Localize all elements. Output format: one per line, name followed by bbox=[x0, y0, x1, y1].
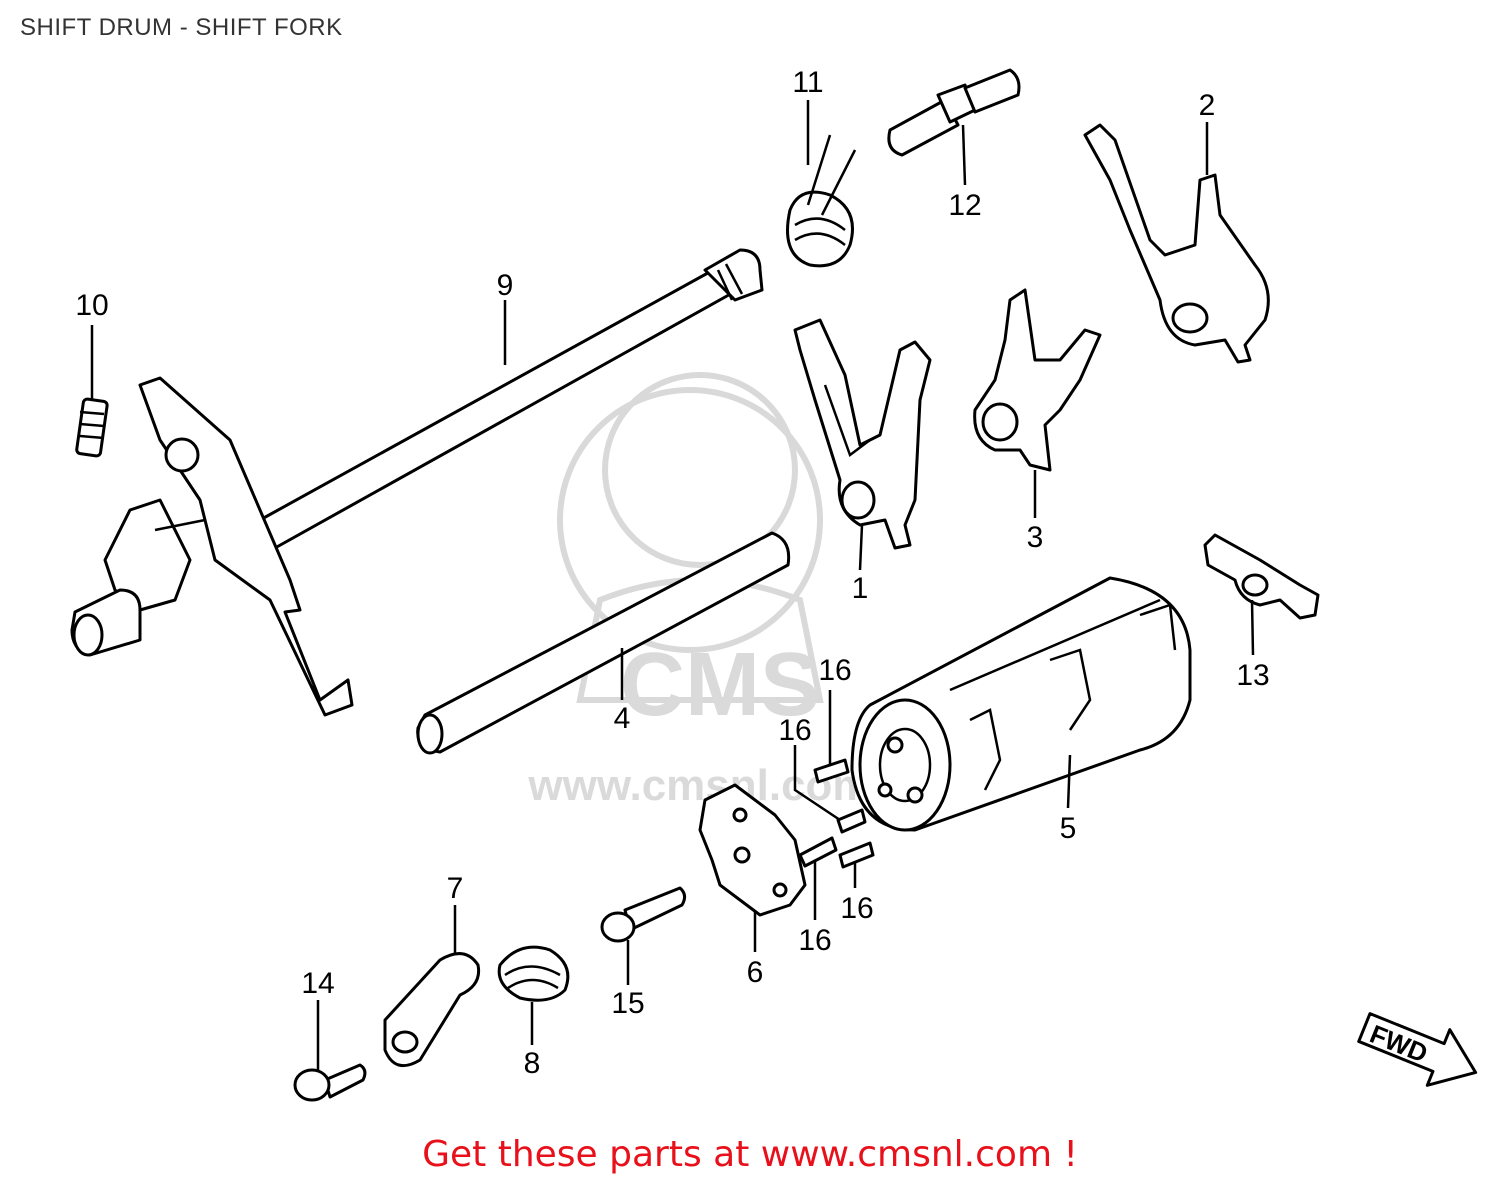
label-part-3: 3 bbox=[1027, 521, 1044, 554]
label-part-7: 7 bbox=[447, 872, 464, 905]
part-12-bolt bbox=[887, 68, 1021, 157]
watermark-logo: CMS bbox=[620, 635, 820, 735]
label-part-16a: 16 bbox=[818, 654, 851, 687]
part-2-shift-fork bbox=[1083, 123, 1270, 364]
part-4-fork-shaft bbox=[416, 531, 791, 755]
label-part-14: 14 bbox=[301, 967, 334, 1000]
fwd-arrow: FWD bbox=[1357, 1012, 1478, 1087]
page-title: SHIFT DRUM - SHIFT FORK bbox=[20, 14, 343, 41]
label-part-16c: 16 bbox=[798, 924, 831, 957]
part-6-stopper-plate bbox=[698, 783, 807, 917]
part-11-spring bbox=[786, 134, 857, 268]
label-part-2: 2 bbox=[1199, 89, 1216, 122]
part-5-shift-drum bbox=[850, 576, 1192, 832]
label-part-11: 11 bbox=[792, 66, 823, 99]
part-3-shift-fork bbox=[973, 288, 1102, 472]
label-part-9: 9 bbox=[497, 269, 514, 302]
label-part-12: 12 bbox=[948, 189, 981, 222]
label-part-5: 5 bbox=[1060, 812, 1077, 845]
label-part-13: 13 bbox=[1236, 659, 1269, 692]
part-labels: 1 2 3 4 5 6 7 8 9 10 11 12 13 14 15 16 1… bbox=[75, 66, 1269, 1080]
label-part-6: 6 bbox=[747, 956, 764, 989]
part-7-stopper-arm bbox=[383, 952, 481, 1068]
label-part-16d: 16 bbox=[840, 892, 873, 925]
label-part-4: 4 bbox=[614, 702, 631, 735]
label-part-16b: 16 bbox=[778, 714, 811, 747]
part-15-bolt bbox=[600, 886, 687, 943]
part-1-shift-fork bbox=[793, 318, 932, 550]
shift-arm-assembly bbox=[70, 376, 354, 717]
part-16-pins bbox=[798, 758, 875, 869]
label-part-8: 8 bbox=[524, 1047, 541, 1080]
part-13-plate bbox=[1203, 533, 1320, 620]
label-part-15: 15 bbox=[611, 987, 644, 1020]
part-8-spring bbox=[497, 945, 570, 1002]
part-10-spring bbox=[75, 397, 109, 458]
label-part-1: 1 bbox=[852, 572, 869, 605]
part-14-bolt bbox=[293, 1063, 367, 1102]
label-part-10: 10 bbox=[75, 289, 108, 322]
footer-link[interactable]: Get these parts at www.cmsnl.com ! bbox=[422, 1134, 1078, 1175]
leader-lines bbox=[90, 100, 1255, 1070]
